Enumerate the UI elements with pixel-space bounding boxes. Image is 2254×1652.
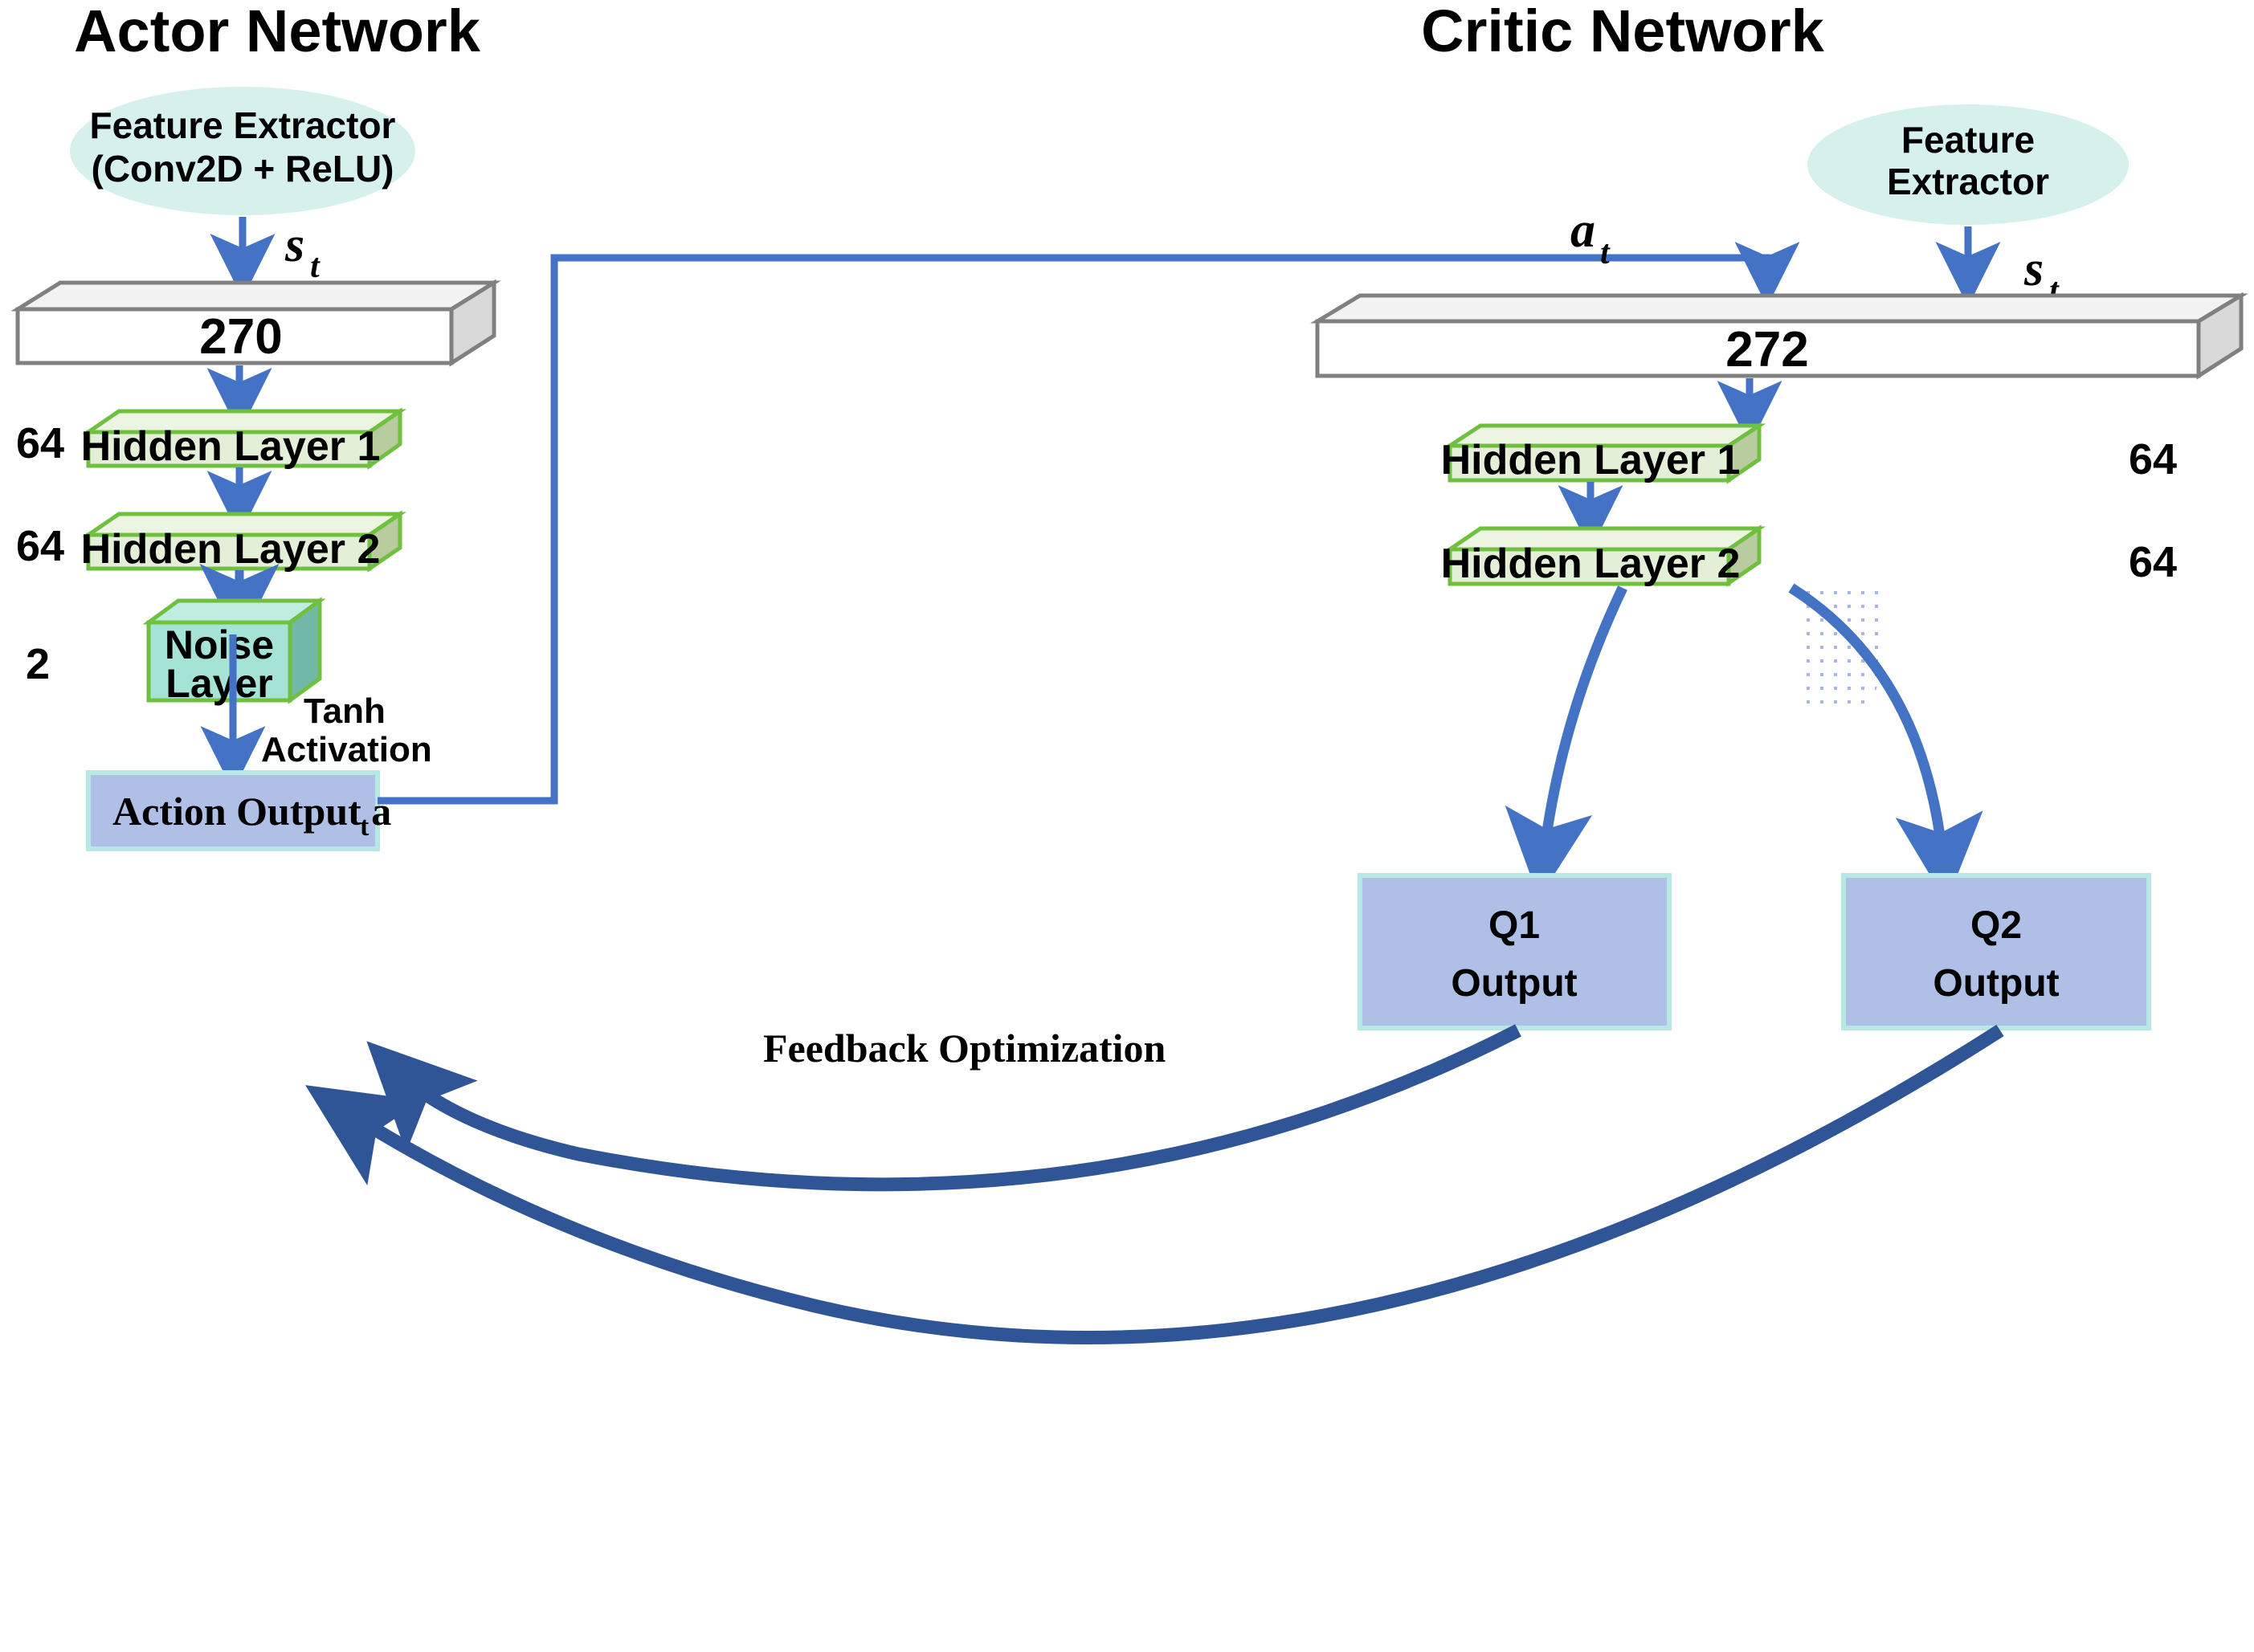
critic-input-bar-top [1310, 293, 2248, 324]
actor-action-output-subscript: t [360, 812, 370, 842]
actor-hidden-layer-1[interactable]: Hidden Layer 1 [81, 407, 407, 470]
actor-noise-layer-line1: Noise [165, 622, 274, 667]
critic-hidden2-to-q1-arrow [1505, 585, 1627, 899]
actor-noise-layer-front [146, 620, 292, 703]
actor-input-bar-value: 270 [199, 309, 282, 365]
actor-hidden-layer-2[interactable]: Hidden Layer 2 [81, 510, 407, 573]
actor-action-output-rect [86, 770, 380, 851]
critic-state-label: s [2023, 242, 2044, 296]
critic-feature-extractor-node[interactable]: Feature Extractor [1807, 104, 2129, 225]
actor-network-title: Actor Network [74, 0, 481, 64]
critic-q1-output-rect [1358, 873, 1672, 1030]
critic-input-bar[interactable]: 272 [1310, 292, 2248, 380]
actor-hidden-layer-2-label: Hidden Layer 2 [81, 526, 381, 573]
actor-feature-extractor-node[interactable]: Feature Extractor (Conv2D + ReLU) [70, 87, 415, 215]
actor-noise-layer-line2: Layer [165, 661, 272, 706]
critic-q2-output-line1: Q2 [1970, 904, 2022, 947]
actor-input-bar[interactable]: 270 [10, 279, 501, 367]
actor-state-label: s [284, 218, 304, 272]
actor-feature-extractor-ellipse [70, 87, 415, 215]
actor-hidden-layer-2-dim: 64 [16, 522, 64, 570]
actor-hidden-layer-2-front [86, 532, 372, 571]
actor-noise-layer[interactable]: Noise Layer [142, 597, 326, 706]
critic-hidden-layer-1-front [1448, 443, 1731, 483]
critic-input-bar-value: 272 [1725, 322, 1808, 377]
critic-hidden-layer-1[interactable]: Hidden Layer 1 [1441, 422, 1766, 484]
actor-hidden-layer-1-dim: 64 [16, 419, 64, 467]
q1-feedback-curve [366, 1024, 1521, 1192]
critic-input-bar-front [1315, 319, 2201, 378]
q2-feedback-curve [305, 1024, 2004, 1345]
critic-feature-extractor-ellipse [1807, 104, 2129, 225]
critic-hidden-layer-1-label: Hidden Layer 1 [1441, 437, 1741, 483]
critic-network-title: Critic Network [1421, 0, 1825, 64]
actor-feature-extractor-line2: (Conv2D + ReLU) [92, 148, 394, 190]
critic-feature-extractor-line2: Extractor [1887, 161, 2049, 202]
critic-action-label-subscript: t [1600, 235, 1611, 271]
critic-q2-output-box[interactable]: Q2 Output [1841, 873, 2151, 1030]
critic-hidden-layer-2-dim: 64 [2129, 538, 2177, 586]
critic-hidden-layer-2[interactable]: Hidden Layer 2 [1441, 524, 1766, 587]
actor-input-bar-front [15, 307, 454, 365]
actor-action-output-box[interactable]: Action Output a t [86, 770, 391, 851]
critic-feature-extractor-line1: Feature [1901, 119, 2035, 161]
actor-activation-label-line2: Activation [261, 730, 432, 769]
critic-q2-output-line2: Output [1933, 962, 2059, 1005]
critic-q1-output-line1: Q1 [1488, 904, 1540, 947]
actor-hidden-layer-1-front [86, 430, 372, 468]
critic-q2-output-rect [1841, 873, 2151, 1030]
actor-feature-extractor-line1: Feature Extractor [90, 104, 396, 146]
actor-noise-layer-dim: 2 [26, 640, 50, 688]
critic-q1-output-box[interactable]: Q1 Output [1358, 873, 1672, 1030]
action-to-critic-route [378, 242, 1800, 805]
critic-hidden-layer-1-dim: 64 [2129, 435, 2177, 483]
critic-hidden-layer-2-front [1448, 547, 1731, 586]
actor-hidden-layer-1-label: Hidden Layer 1 [81, 423, 381, 470]
critic-action-label: a [1570, 203, 1595, 258]
critic-hidden2-to-q2-arrow [1788, 583, 1983, 903]
critic-hidden-layer-2-label: Hidden Layer 2 [1441, 540, 1741, 587]
actor-state-label-subscript: t [310, 248, 321, 285]
actor-activation-label-line1: Tanh [304, 691, 386, 731]
feedback-optimization-label: Feedback Optimization [763, 1026, 1166, 1071]
actor-input-bar-top [10, 280, 501, 312]
actor-action-output-label: Action Output a [112, 789, 391, 834]
critic-q1-output-line2: Output [1451, 962, 1577, 1005]
